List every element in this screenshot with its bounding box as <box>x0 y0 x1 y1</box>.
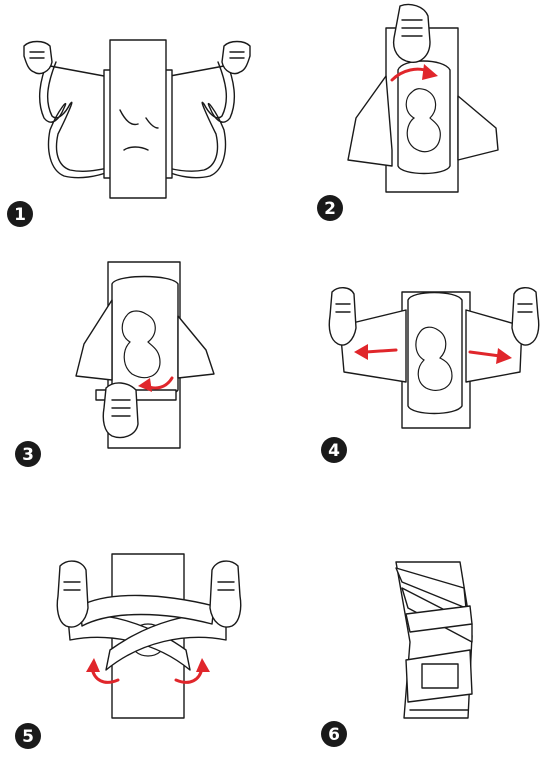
step-3-illustration: 3 <box>0 240 274 490</box>
step-4-arrow-left <box>364 348 398 354</box>
step-5-badge-circle <box>15 723 41 749</box>
step-1-number: 1 <box>14 205 26 225</box>
step-6-badge: 6 <box>320 720 348 748</box>
step-5-number: 5 <box>22 727 34 747</box>
brace-side-straps-drawing <box>328 287 540 429</box>
step-4-arrowhead-right <box>496 348 512 364</box>
step-5-illustration: 5 <box>0 490 274 758</box>
step-4-number: 4 <box>328 441 340 461</box>
step-4-badge: 4 <box>320 436 348 464</box>
step-4-badge-circle <box>321 437 347 463</box>
step-1-badge-circle <box>7 201 33 227</box>
step-5-arrowhead-left <box>86 658 100 672</box>
brace-wrap-drawing <box>347 3 499 193</box>
step-4-illustration: 4 <box>274 240 548 490</box>
step-6-badge-circle <box>321 721 347 747</box>
step-4-arrowhead-left <box>354 344 368 360</box>
brace-bottom-strap-drawing <box>75 261 215 449</box>
step-3-badge-circle <box>15 441 41 467</box>
brace-finished-drawing <box>395 561 473 719</box>
step-5-badge: 5 <box>14 722 42 750</box>
step-2-badge: 2 <box>316 194 344 222</box>
step-3-arrowhead <box>138 378 152 392</box>
step-2-illustration: 2 <box>274 0 548 240</box>
step-2-number: 2 <box>324 199 336 219</box>
step-4-arrow-right <box>468 350 502 358</box>
step-3-badge: 3 <box>14 440 42 468</box>
brace-open-drawing <box>23 39 251 199</box>
step-5-arrowhead-right <box>196 658 210 672</box>
step-3-number: 3 <box>22 445 34 465</box>
step-6-number: 6 <box>328 725 340 745</box>
step-1-illustration: 1 <box>0 0 274 240</box>
step-6-illustration: 6 <box>274 490 548 758</box>
step-1-badge: 1 <box>6 200 34 228</box>
step-2-arrowhead <box>422 64 438 80</box>
brace-cross-straps-drawing <box>56 553 242 719</box>
step-2-badge-circle <box>317 195 343 221</box>
